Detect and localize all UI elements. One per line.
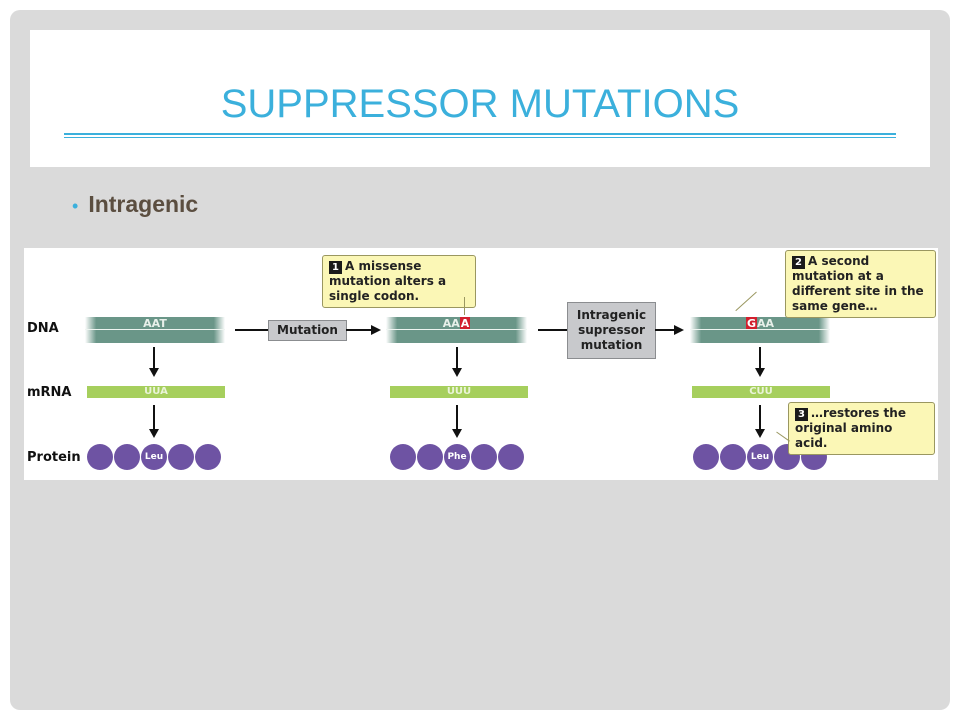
label-mrna: mRNA — [27, 385, 72, 400]
amino-acid — [498, 444, 524, 470]
label-dna: DNA — [27, 321, 59, 336]
dna-strand: GAA — [690, 317, 830, 343]
arrow-down-icon — [755, 368, 765, 377]
bullet-icon: • — [72, 196, 79, 216]
arrow-line — [538, 329, 568, 331]
bullet-text: Intragenic — [88, 191, 199, 217]
amino-acid-leu: Leu — [141, 444, 167, 470]
amino-acid — [471, 444, 497, 470]
mutated-base: G — [745, 317, 757, 330]
title-rule — [64, 133, 896, 135]
arrow-line — [759, 347, 761, 369]
arrow-line — [655, 329, 675, 331]
amino-acid — [390, 444, 416, 470]
amino-acid — [417, 444, 443, 470]
amino-acid-phe: Phe — [444, 444, 470, 470]
arrow-down-icon — [149, 368, 159, 377]
dna-strand: AAA — [386, 317, 527, 343]
step-number: 2 — [792, 256, 805, 269]
arrow-line — [759, 405, 761, 430]
amino-acid — [168, 444, 194, 470]
label-protein: Protein — [27, 450, 81, 465]
step-number: 1 — [329, 261, 342, 274]
amino-acid — [195, 444, 221, 470]
page-title: SUPPRESSOR MUTATIONS — [220, 82, 740, 126]
arrow-line — [456, 347, 458, 369]
amino-acid — [87, 444, 113, 470]
amino-acid — [693, 444, 719, 470]
amino-acid — [114, 444, 140, 470]
arrow-line — [346, 329, 372, 331]
arrow-right-icon — [674, 325, 684, 335]
arrow-line — [235, 329, 269, 331]
figure-diagram: DNA mRNA Protein AAT UUA Leu Mutation AA… — [24, 248, 938, 480]
mrna-strand: UUU — [390, 386, 528, 398]
title-box: SUPPRESSOR MUTATIONS — [30, 30, 930, 167]
callout-text: …restores the original amino acid. — [795, 406, 906, 450]
arrow-line — [456, 405, 458, 430]
arrow-down-icon — [452, 429, 462, 438]
arrow-down-icon — [452, 368, 462, 377]
amino-acid-leu: Leu — [747, 444, 773, 470]
callout-pointer — [464, 297, 465, 315]
mutated-base: A — [459, 317, 471, 330]
callout-text: A missense mutation alters a single codo… — [329, 259, 447, 303]
arrow-down-icon — [149, 429, 159, 438]
step-number: 3 — [795, 408, 808, 421]
arrow-line — [153, 347, 155, 369]
mutation-box: Mutation — [268, 320, 347, 341]
title-rule — [64, 137, 896, 138]
callout-text: A second mutation at a different site in… — [792, 254, 924, 313]
suppressor-box: Intragenic supressor mutation — [567, 302, 656, 359]
callout-pointer — [735, 291, 757, 312]
amino-acid — [720, 444, 746, 470]
dna-strand: AAT — [85, 317, 225, 343]
arrow-right-icon — [371, 325, 381, 335]
callout-3: 3…restores the original amino acid. — [788, 402, 935, 455]
arrow-down-icon — [755, 429, 765, 438]
bullet-item: • Intragenic — [72, 191, 198, 218]
arrow-line — [153, 405, 155, 430]
mrna-strand: UUA — [87, 386, 225, 398]
mrna-strand: CUU — [692, 386, 830, 398]
